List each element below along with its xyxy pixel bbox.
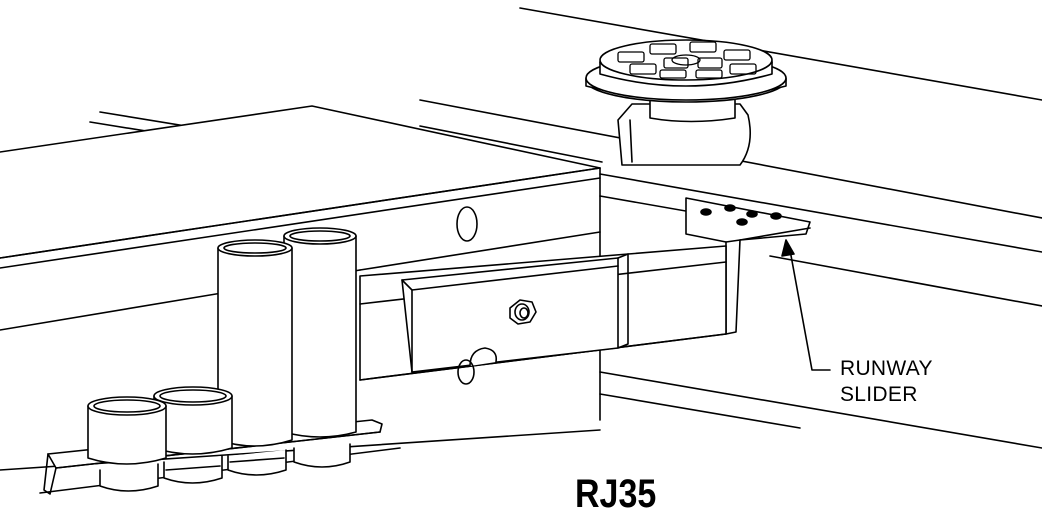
lift-pad (585, 39, 787, 166)
callout-label-line2: SLIDER (840, 383, 918, 406)
hex-bolt (509, 299, 537, 325)
tall-tube-left (217, 239, 293, 447)
clamp-plate (401, 253, 629, 385)
callout-label-line1: RUNWAY (840, 357, 933, 380)
callout-leader (781, 239, 831, 371)
slider-bracket (685, 197, 811, 335)
short-tube-back (153, 386, 233, 455)
tube-bottoms (99, 443, 351, 492)
model-code: RJ35 (575, 472, 657, 516)
tall-tube-right (283, 227, 357, 438)
short-tube-front (87, 396, 167, 465)
